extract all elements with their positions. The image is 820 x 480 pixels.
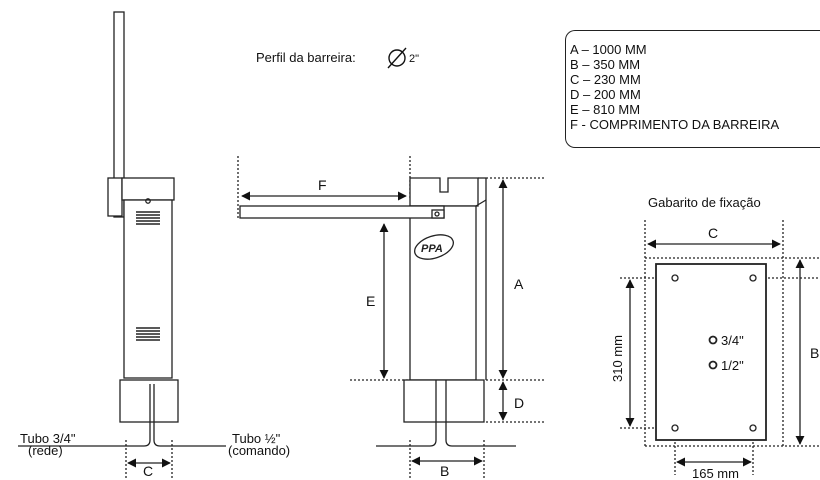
template-title: Gabarito de fixação [648, 195, 761, 210]
template-dim-c: C [708, 225, 718, 241]
tube-left-sub: (rede) [28, 443, 63, 458]
diameter-icon [387, 47, 407, 69]
template-width: 165 mm [692, 466, 739, 480]
front-dim-d: D [514, 395, 524, 411]
front-dim-f: F [318, 177, 327, 193]
svg-text:PPA: PPA [421, 243, 443, 255]
spec-item: A – 1000 MM [570, 42, 647, 57]
spec-item: C – 230 MM [570, 72, 641, 87]
spec-item: B – 350 MM [570, 57, 641, 72]
side-dim-c: C [143, 463, 153, 479]
template-dim-b: B [810, 345, 819, 361]
spec-item: E – 810 MM [570, 102, 641, 117]
front-view [237, 156, 545, 478]
spec-legend-box [565, 30, 820, 148]
profile-diameter: 2" [409, 53, 419, 65]
spec-item: F - COMPRIMENTO DA BARREIRA [570, 117, 780, 132]
hole-small-label: 1/2" [721, 358, 744, 373]
tube-left-label: Tubo 3/4" [20, 431, 76, 446]
front-dim-e: E [366, 293, 375, 309]
mounting-template [620, 220, 820, 475]
spec-legend: A – 1000 MM B – 350 MM C – 230 MM D – 20… [570, 42, 779, 132]
ppa-logo: PPA [414, 234, 454, 260]
tube-right-label: Tubo ½" [232, 431, 281, 446]
front-dim-a: A [514, 276, 524, 292]
front-dim-b: B [440, 463, 449, 479]
spec-item: D – 200 MM [570, 87, 641, 102]
hole-large-label: 3/4" [721, 333, 744, 348]
template-height: 310 mm [610, 335, 625, 382]
tube-right-sub: (comando) [228, 443, 290, 458]
side-view [18, 11, 226, 478]
profile-label: Perfil da barreira: [256, 50, 356, 65]
